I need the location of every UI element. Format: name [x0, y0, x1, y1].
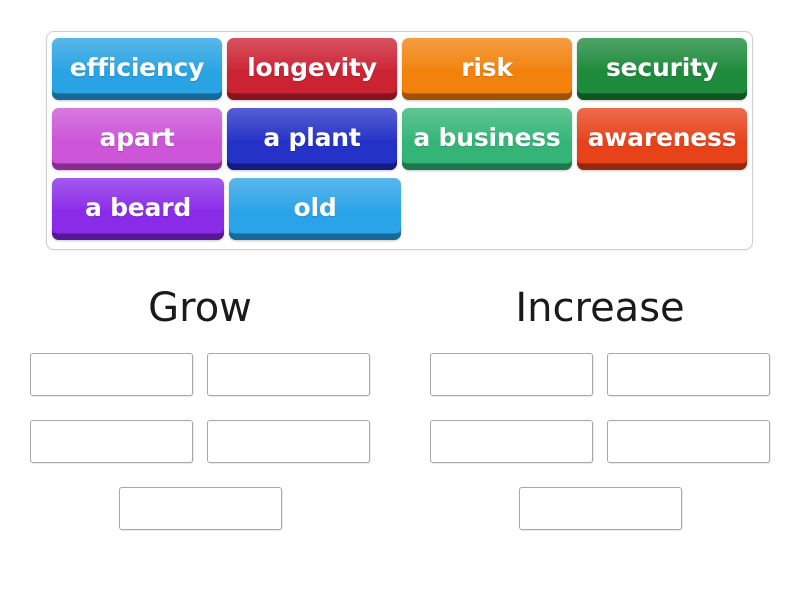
word-bank-row: a beard old — [52, 178, 747, 244]
word-tile-label: apart — [99, 123, 175, 152]
drop-zone[interactable] — [607, 420, 770, 463]
category-title-grow: Grow — [148, 285, 252, 331]
word-tile-label: awareness — [587, 123, 737, 152]
word-tile-label: a beard — [84, 193, 192, 222]
word-tile-apart[interactable]: apart — [52, 108, 222, 170]
word-tile-label: risk — [461, 53, 513, 82]
drop-zone[interactable] — [430, 353, 593, 396]
drop-zone-row — [430, 353, 770, 396]
drop-zone-row — [30, 353, 370, 396]
category-title-increase: Increase — [515, 285, 685, 331]
drop-zone-row — [30, 420, 370, 463]
word-tile-awareness[interactable]: awareness — [577, 108, 747, 170]
word-tile-label: longevity — [247, 53, 377, 82]
word-tile-label: old — [293, 193, 337, 222]
drop-zone[interactable] — [30, 353, 193, 396]
word-tile-label: security — [606, 53, 718, 82]
word-tile-label: efficiency — [69, 53, 205, 82]
word-tile-efficiency[interactable]: efficiency — [52, 38, 222, 100]
word-tile-a-plant[interactable]: a plant — [227, 108, 397, 170]
word-bank-row: apart a plant a business awareness — [52, 108, 747, 174]
word-tile-label: a business — [413, 123, 561, 152]
drop-zone[interactable] — [607, 353, 770, 396]
drop-zone-row — [518, 487, 682, 530]
drop-zone[interactable] — [518, 487, 682, 530]
category-column-increase: Increase — [400, 285, 800, 542]
word-tile-label: a plant — [263, 123, 361, 152]
word-bank-rows: efficiency longevity risk security apart… — [52, 38, 747, 244]
word-bank-row: efficiency longevity risk security — [52, 38, 747, 104]
drop-zone[interactable] — [207, 353, 370, 396]
drop-zone-grid-increase — [415, 353, 785, 542]
word-bank: efficiency longevity risk security apart… — [46, 31, 753, 250]
word-tile-a-beard[interactable]: a beard — [52, 178, 224, 240]
category-columns: Grow Increase — [0, 285, 800, 542]
word-tile-risk[interactable]: risk — [402, 38, 572, 100]
drop-zone[interactable] — [30, 420, 193, 463]
drop-zone-grid-grow — [15, 353, 385, 542]
drop-zone[interactable] — [207, 420, 370, 463]
word-tile-old[interactable]: old — [229, 178, 401, 240]
word-tile-a-business[interactable]: a business — [402, 108, 572, 170]
drop-zone[interactable] — [118, 487, 282, 530]
drop-zone-row — [118, 487, 282, 530]
category-column-grow: Grow — [0, 285, 400, 542]
word-tile-longevity[interactable]: longevity — [227, 38, 397, 100]
drop-zone-row — [430, 420, 770, 463]
word-tile-security[interactable]: security — [577, 38, 747, 100]
drop-zone[interactable] — [430, 420, 593, 463]
